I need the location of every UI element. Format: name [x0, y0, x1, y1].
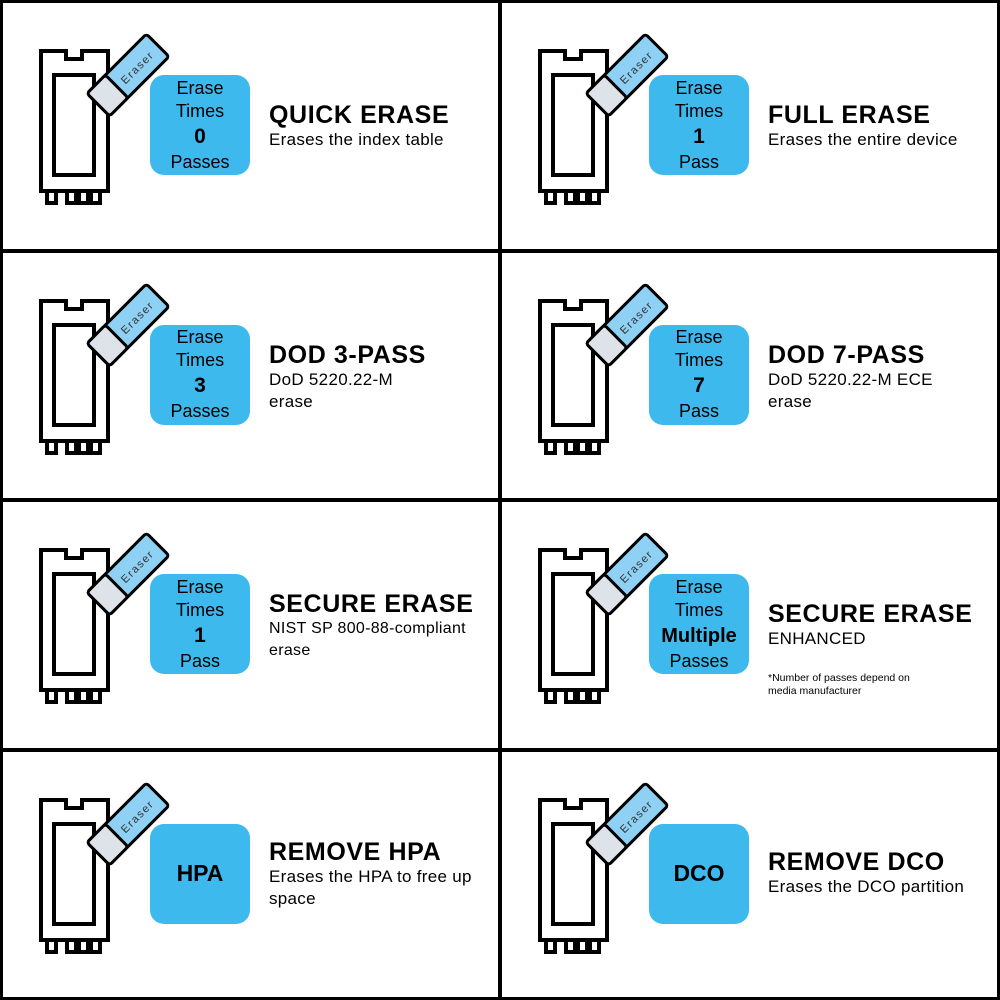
option-title: FULL ERASE [768, 101, 931, 129]
badge-pass-number: 3 [194, 374, 206, 397]
badge-line-erase: Erase [675, 576, 723, 597]
badge-line-erase: Erase [675, 77, 723, 98]
option-remove-hpa[interactable]: Eraser HPA REMOVE HPA Erases the HPA to … [3, 751, 498, 997]
m2-ssd-icon [538, 49, 609, 205]
badge-line-erase: Erase [176, 576, 224, 597]
option-text: FULL ERASE Erases the entire device [768, 101, 988, 151]
m2-ssd-icon [39, 797, 110, 954]
m2-ssd-icon [538, 298, 609, 455]
ssd-eraser-icon: Eraser [538, 283, 669, 455]
option-text: QUICK ERASE Erases the index table [269, 101, 489, 151]
option-text: SECURE ERASE ENHANCED *Number of passes … [768, 600, 993, 698]
badge-pass-number: 7 [693, 374, 705, 397]
eraser-icon: Eraser [86, 532, 170, 616]
m2-ssd-icon [538, 797, 609, 954]
option-dod-3-pass[interactable]: Eraser Erase Times 3 Passes DOD 3-PASS D… [3, 252, 498, 498]
ssd-eraser-icon: Eraser [39, 283, 170, 455]
option-description: DoD 5220.22-M ECE erase [768, 369, 933, 411]
badge-pass-number: 0 [194, 124, 206, 148]
option-quick-erase[interactable]: Eraser Erase Times 0 Passes QUICK ERASE … [3, 3, 498, 249]
ssd-eraser-icon: Eraser [39, 33, 170, 205]
option-description: ENHANCED [768, 629, 866, 648]
option-title: REMOVE HPA [269, 837, 442, 866]
badge-pass-unit: Passes [170, 401, 230, 421]
badge-label: HPA [176, 860, 224, 886]
badge-line-times: Times [175, 100, 225, 121]
badge-pass-number: 1 [194, 623, 206, 647]
badge-line-erase: Erase [176, 77, 224, 98]
ssd-eraser-icon: Eraser [538, 782, 669, 954]
badge-pass-number: Multiple [661, 624, 737, 647]
option-secure-erase-enhanced[interactable]: Eraser Erase Times Multiple Passes SECUR… [502, 502, 997, 748]
pass-count-footnote: *Number of passes depend on media manufa… [768, 672, 910, 697]
pass-count-badge: Erase Times 3 Passes [150, 324, 250, 425]
option-description: Erases the entire device [768, 130, 958, 149]
ssd-eraser-icon: Eraser [538, 33, 669, 205]
badge-pass-number: 1 [693, 124, 705, 148]
badge-line-times: Times [175, 350, 225, 370]
pass-count-badge: Erase Times 0 Passes [150, 75, 250, 175]
badge-line-times: Times [175, 599, 225, 620]
option-description: NIST SP 800-88-compliant erase [269, 620, 466, 659]
option-full-erase[interactable]: Eraser Erase Times 1 Pass FULL ERASE Era… [502, 3, 997, 249]
option-text: DOD 7-PASS DoD 5220.22-M ECE erase [768, 341, 978, 413]
option-title: SECURE ERASE [269, 590, 474, 618]
pass-count-badge: Erase Times 7 Pass [649, 324, 749, 425]
pass-count-badge: Erase Times Multiple Passes [649, 574, 749, 674]
m2-ssd-icon [39, 298, 110, 455]
badge-label: DCO [673, 860, 725, 886]
m2-ssd-icon [39, 49, 110, 205]
option-description: Erases the HPA to free up space [269, 866, 472, 908]
eraser-icon: Eraser [86, 33, 170, 117]
option-remove-dco[interactable]: Eraser DCO REMOVE DCO Erases the DCO par… [502, 751, 997, 997]
eraser-icon: Eraser [585, 33, 669, 117]
badge-pass-unit: Pass [678, 401, 720, 421]
option-description: Erases the index table [269, 130, 444, 149]
m2-ssd-icon [39, 548, 110, 704]
option-text: DOD 3-PASS DoD 5220.22-M erase [269, 341, 469, 413]
option-title: DOD 3-PASS [269, 340, 426, 369]
badge-line-times: Times [674, 599, 724, 620]
option-title: DOD 7-PASS [768, 340, 925, 369]
badge-line-erase: Erase [176, 327, 224, 347]
option-description: Erases the DCO partition [768, 876, 965, 896]
dco-badge: DCO [649, 823, 749, 924]
hpa-badge: HPA [150, 823, 250, 924]
ssd-eraser-icon: Eraser [39, 782, 170, 954]
option-text: SECURE ERASE NIST SP 800-88-compliant er… [269, 590, 489, 662]
eraser-icon: Eraser [585, 283, 669, 366]
ssd-eraser-icon: Eraser [39, 532, 170, 704]
badge-pass-unit: Passes [669, 650, 729, 671]
eraser-icon: Eraser [86, 782, 170, 865]
option-text: REMOVE DCO Erases the DCO partition [768, 848, 993, 898]
eraser-icon: Eraser [585, 532, 669, 616]
badge-line-times: Times [674, 100, 724, 121]
option-title: REMOVE DCO [768, 847, 945, 876]
option-title: SECURE ERASE [768, 600, 973, 628]
badge-line-times: Times [674, 350, 724, 370]
ssd-eraser-icon: Eraser [538, 532, 669, 704]
option-secure-erase[interactable]: Eraser Erase Times 1 Pass SECURE ERASE N… [3, 502, 498, 748]
badge-line-erase: Erase [675, 327, 723, 347]
pass-count-badge: Erase Times 1 Pass [649, 75, 749, 175]
pass-count-badge: Erase Times 1 Pass [150, 574, 250, 674]
option-description: DoD 5220.22-M erase [269, 369, 393, 411]
badge-pass-unit: Passes [170, 151, 230, 172]
badge-pass-unit: Pass [678, 151, 720, 172]
option-text: REMOVE HPA Erases the HPA to free up spa… [269, 838, 484, 910]
m2-ssd-icon [538, 548, 609, 704]
badge-pass-unit: Pass [179, 650, 221, 671]
option-dod-7-pass[interactable]: Eraser Erase Times 7 Pass DOD 7-PASS DoD… [502, 252, 997, 498]
option-title: QUICK ERASE [269, 101, 450, 129]
